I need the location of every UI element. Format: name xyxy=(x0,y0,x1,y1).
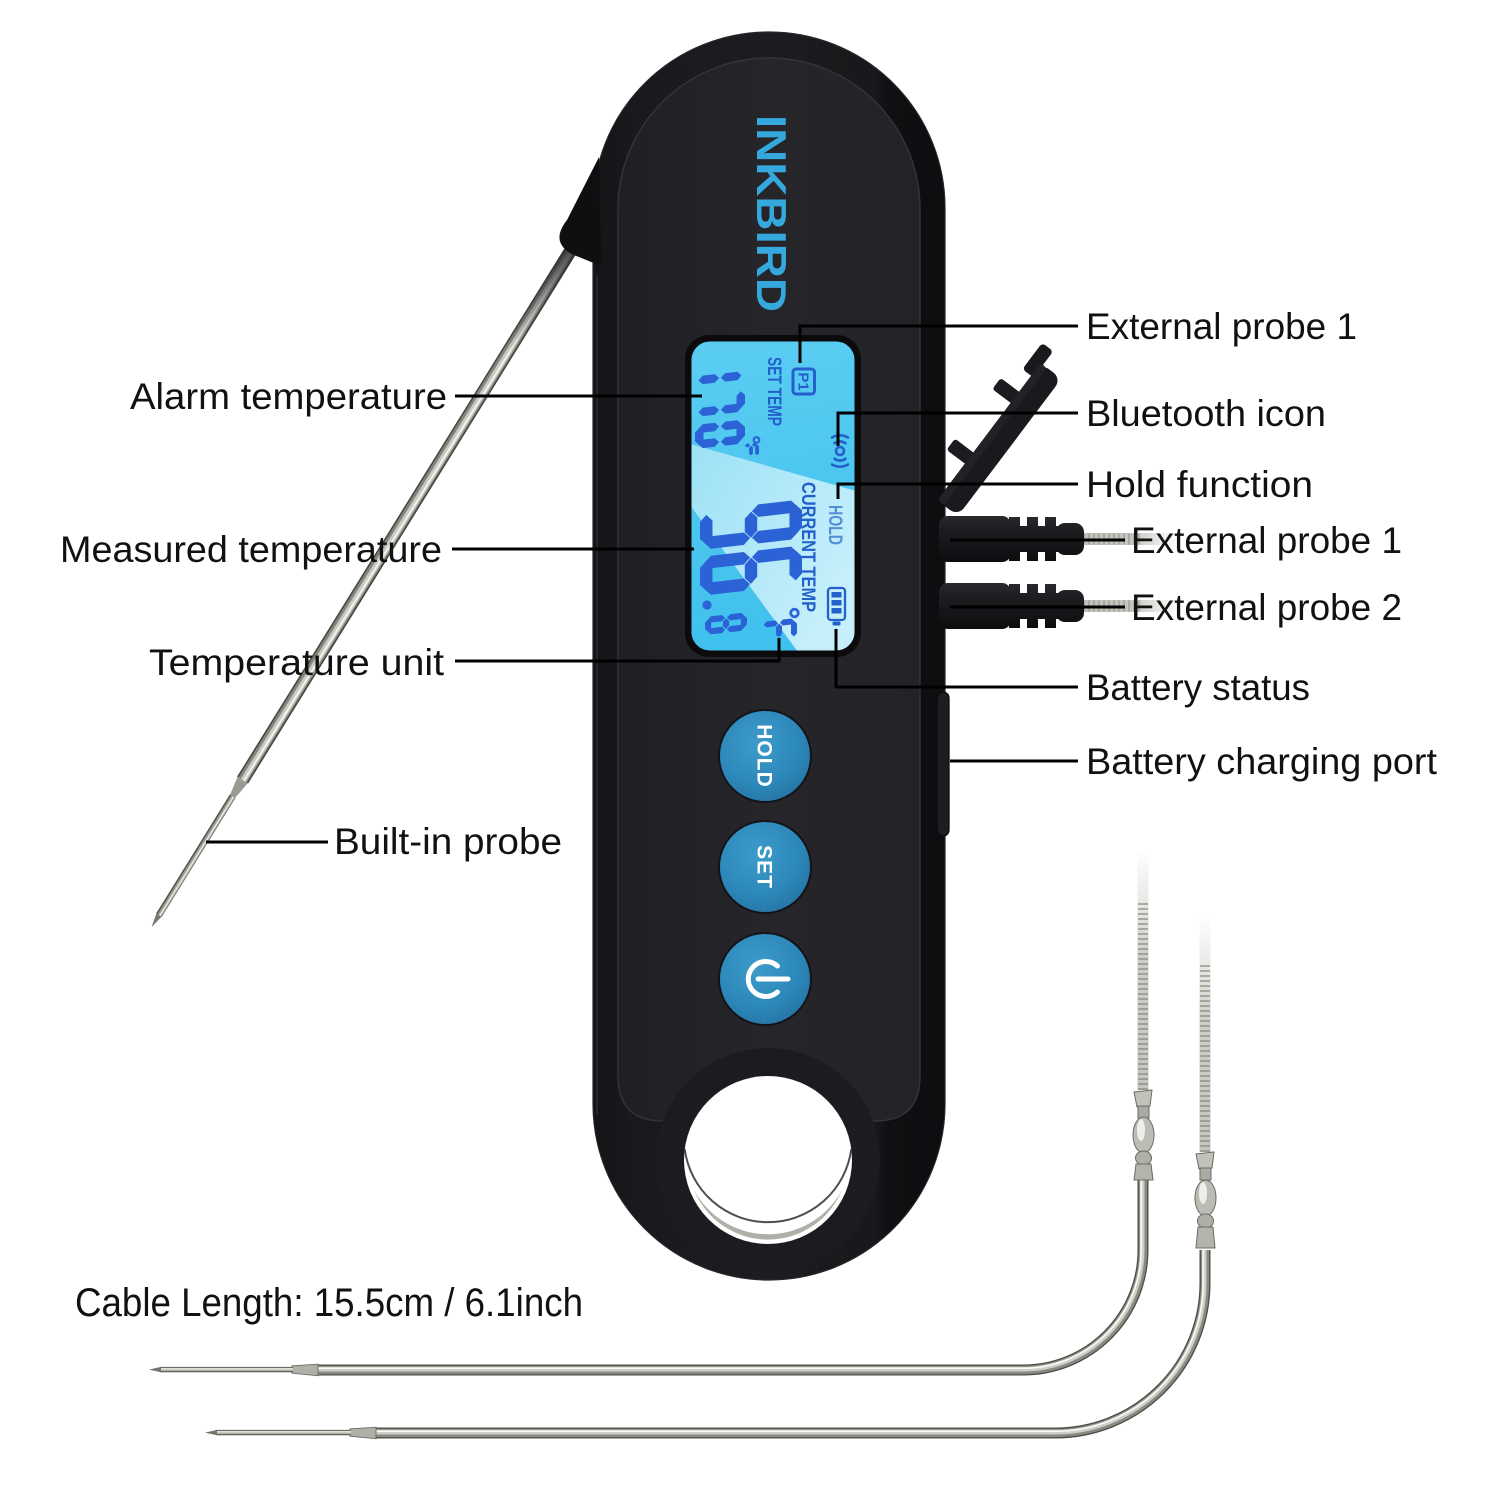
svg-text:SET: SET xyxy=(753,845,776,889)
svg-text:HOLD: HOLD xyxy=(824,505,846,545)
svg-text:CURRENT TEMP: CURRENT TEMP xyxy=(797,482,819,612)
svg-text:P1: P1 xyxy=(795,372,812,390)
svg-text:Bluetooth icon: Bluetooth icon xyxy=(1086,393,1326,434)
svg-text:Battery status: Battery status xyxy=(1086,667,1310,708)
svg-text:INKBIRD: INKBIRD xyxy=(748,115,795,312)
svg-text:Built-in probe: Built-in probe xyxy=(334,821,562,862)
svg-text:Measured temperature: Measured temperature xyxy=(60,529,442,570)
svg-text:Battery charging port: Battery charging port xyxy=(1086,741,1438,782)
svg-text:Hold function: Hold function xyxy=(1086,464,1313,505)
svg-text:External probe 2: External probe 2 xyxy=(1131,587,1402,628)
svg-text:Temperature unit: Temperature unit xyxy=(149,642,445,683)
svg-text:Cable Length: 15.5cm / 6.1inch: Cable Length: 15.5cm / 6.1inch xyxy=(75,1281,583,1325)
svg-text:External probe 1: External probe 1 xyxy=(1131,520,1402,561)
svg-text:Alarm temperature: Alarm temperature xyxy=(130,376,447,417)
svg-text:HOLD: HOLD xyxy=(753,724,776,788)
svg-text:SET TEMP: SET TEMP xyxy=(763,357,785,426)
svg-text:External probe 1: External probe 1 xyxy=(1086,306,1357,347)
